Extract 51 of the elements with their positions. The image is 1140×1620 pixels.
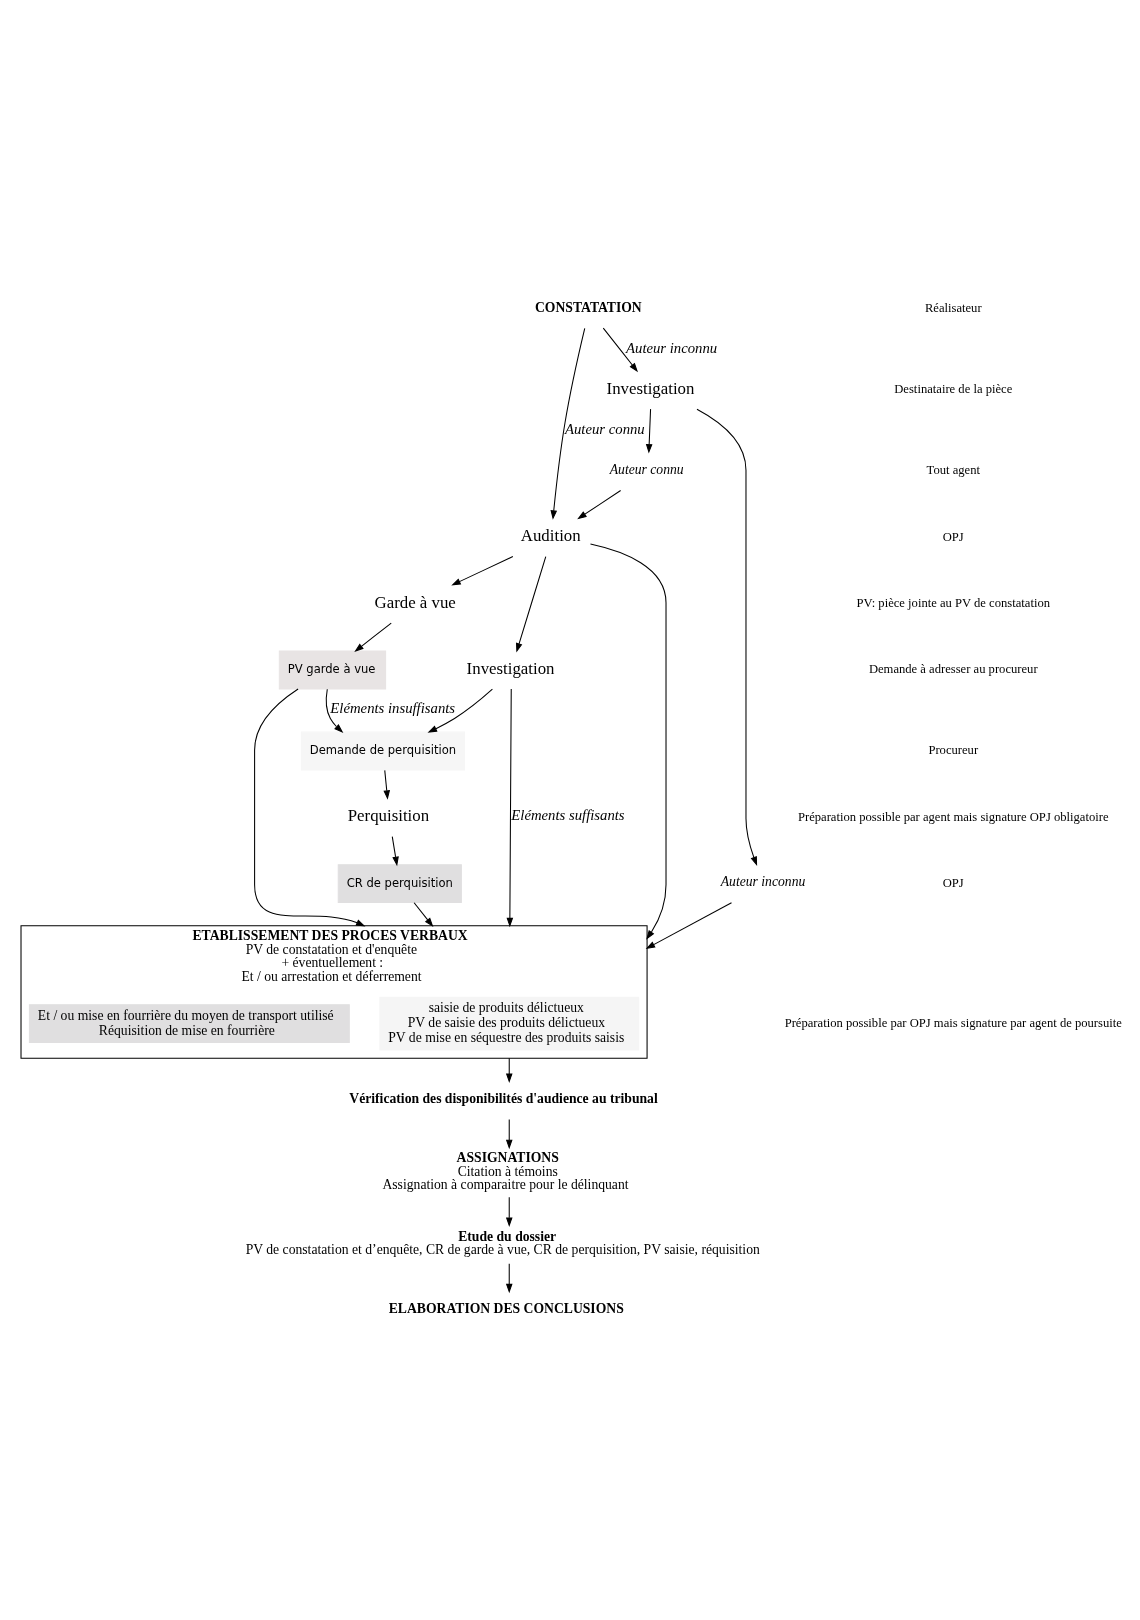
arrow xyxy=(550,327,586,520)
node-text: Investigation xyxy=(606,379,695,399)
label: OPJ xyxy=(942,529,964,544)
node-text: Audition xyxy=(520,526,581,546)
arrow xyxy=(505,1057,513,1083)
arrow xyxy=(696,408,758,866)
node-box: PV garde à vue xyxy=(278,650,387,690)
arrow xyxy=(391,836,399,867)
node-text: ELABORATION DES CONCLUSIONS xyxy=(388,1301,624,1317)
node-box: CR de perquisition xyxy=(337,864,462,904)
edge-label: Eléments insuffisants xyxy=(330,700,456,717)
arrow xyxy=(505,1196,513,1227)
label: Réalisateur xyxy=(924,301,982,316)
label: PV: pièce jointe au PV de constatation xyxy=(856,596,1051,611)
node-text: Etude du dossier PV de constatation et d’enquête, CR de garde à vue, CR de perquisition, PV saisie, réquisition xyxy=(245,1228,760,1258)
arrow xyxy=(506,688,514,928)
node-text: ASSIGNATIONS Citation à témoins Assignation à comparaitre pour le délinquant xyxy=(382,1149,629,1193)
arrow xyxy=(383,769,391,800)
label: Demande à adresser au procureur xyxy=(868,662,1038,677)
arrow xyxy=(505,1118,513,1150)
label: Procureur xyxy=(928,743,979,758)
edge-label: Eléments suffisants xyxy=(511,807,625,824)
label: Préparation possible par agent mais signature OPJ obligatoire xyxy=(797,809,1109,824)
arrow xyxy=(427,688,493,733)
arrow xyxy=(413,902,434,927)
arrow xyxy=(602,327,639,373)
node-text: Vérification des disponibilités d'audience au tribunal xyxy=(349,1090,658,1106)
node-text: Auteur inconnu xyxy=(720,874,806,890)
node-text: Garde à vue xyxy=(374,592,456,612)
label: Destinataire de la pièce xyxy=(894,382,1013,397)
arrow xyxy=(505,1263,513,1294)
arrow xyxy=(254,688,366,927)
node-text: Perquisition xyxy=(347,806,430,826)
arrow xyxy=(645,408,653,454)
arrow xyxy=(645,902,732,949)
edge-label: Auteur inconnu xyxy=(626,339,718,356)
node-text: CONSTATATION xyxy=(535,299,642,315)
arrow xyxy=(451,556,514,586)
label: Tout agent xyxy=(926,463,980,478)
label: Préparation possible par OPJ mais signature par agent de poursuite xyxy=(784,1015,1122,1030)
label: OPJ xyxy=(942,875,964,890)
node-text: Investigation xyxy=(466,659,555,679)
edge-label: Auteur connu xyxy=(565,420,645,437)
node-box: Demande de perquisition xyxy=(300,731,466,771)
arrow xyxy=(577,489,622,520)
node-box: Et / ou mise en fourrière du moyen de transport utilisé Réquisition de mise en fourrière xyxy=(28,1004,350,1044)
arrow xyxy=(516,556,547,653)
node-text: Auteur connu xyxy=(609,461,684,477)
arrow xyxy=(589,543,667,940)
arrow xyxy=(325,688,344,733)
arrow xyxy=(354,622,392,652)
